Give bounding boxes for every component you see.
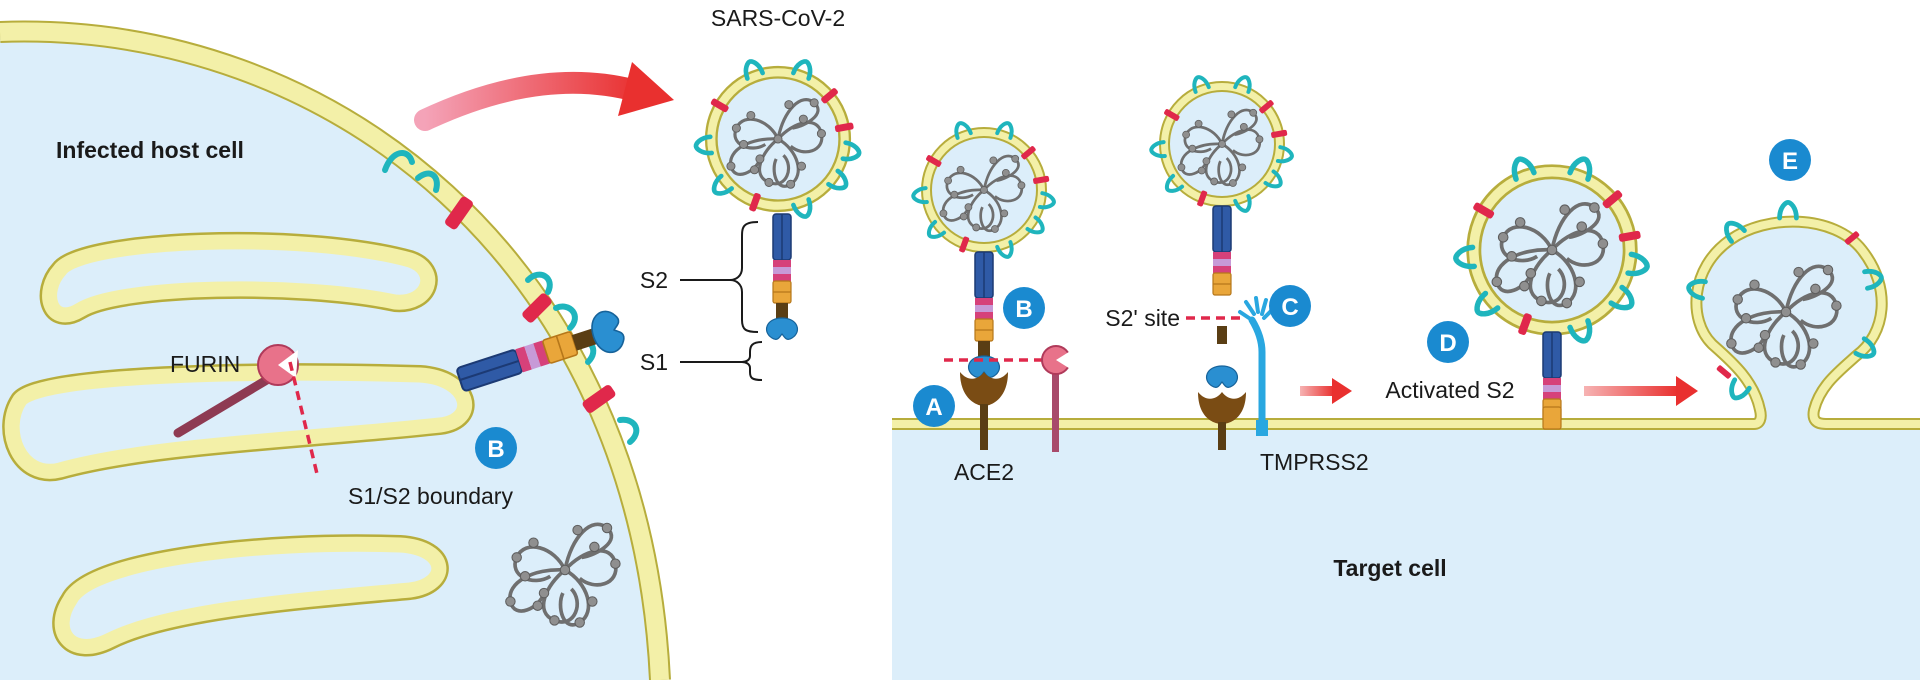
spike-domain-brackets (680, 221, 763, 381)
infected-host-cell (0, 20, 671, 680)
infected-cell-label: Infected host cell (56, 137, 244, 163)
s1-s2-boundary-label: S1/S2 boundary (348, 483, 513, 509)
s1-label: S1 (640, 349, 668, 375)
target-cell-label: Target cell (1333, 555, 1446, 581)
target-cell (892, 215, 1920, 680)
svg-text:E: E (1782, 148, 1798, 175)
s1-s2-cleavage-line (288, 361, 320, 479)
svg-text:D: D (1439, 330, 1456, 357)
sars-cov-2-virion-icon (695, 59, 860, 341)
arrow-to-activated-icon (1300, 378, 1352, 404)
ace2-label: ACE2 (954, 459, 1014, 485)
virion-activated-s2 (1455, 156, 1649, 430)
badge-b-right: B (1003, 287, 1045, 329)
s2-prime-site-label: S2' site (1105, 305, 1180, 331)
svg-text:A: A (925, 394, 942, 421)
svg-text:C: C (1281, 294, 1298, 321)
furin-protease-icon (173, 344, 299, 438)
badge-a: A (913, 385, 955, 427)
tmprss2-label: TMPRSS2 (1260, 449, 1369, 475)
badge-c: C (1269, 285, 1311, 327)
virus-label: SARS-CoV-2 (711, 5, 845, 31)
svg-text:B: B (1015, 296, 1032, 323)
badge-e: E (1769, 139, 1811, 181)
badge-b-left: B (475, 427, 517, 469)
badge-d: D (1427, 321, 1469, 363)
ace2-receptor-icon (960, 372, 1008, 450)
furin-label: FURIN (170, 351, 240, 377)
s2-label: S2 (640, 267, 668, 293)
red-curved-arrow-icon (414, 62, 674, 131)
svg-text:B: B (487, 436, 504, 463)
golgi-cisternae (2, 231, 475, 657)
virion-s2-prime-cleavage (1151, 75, 1293, 450)
activated-s2-label: Activated S2 (1385, 377, 1514, 403)
arrow-to-fusion-icon (1584, 376, 1698, 406)
tmprss2-protease-icon (1238, 296, 1276, 436)
virion-bound-to-ace2 (913, 121, 1055, 379)
protease-icon (1041, 345, 1072, 452)
